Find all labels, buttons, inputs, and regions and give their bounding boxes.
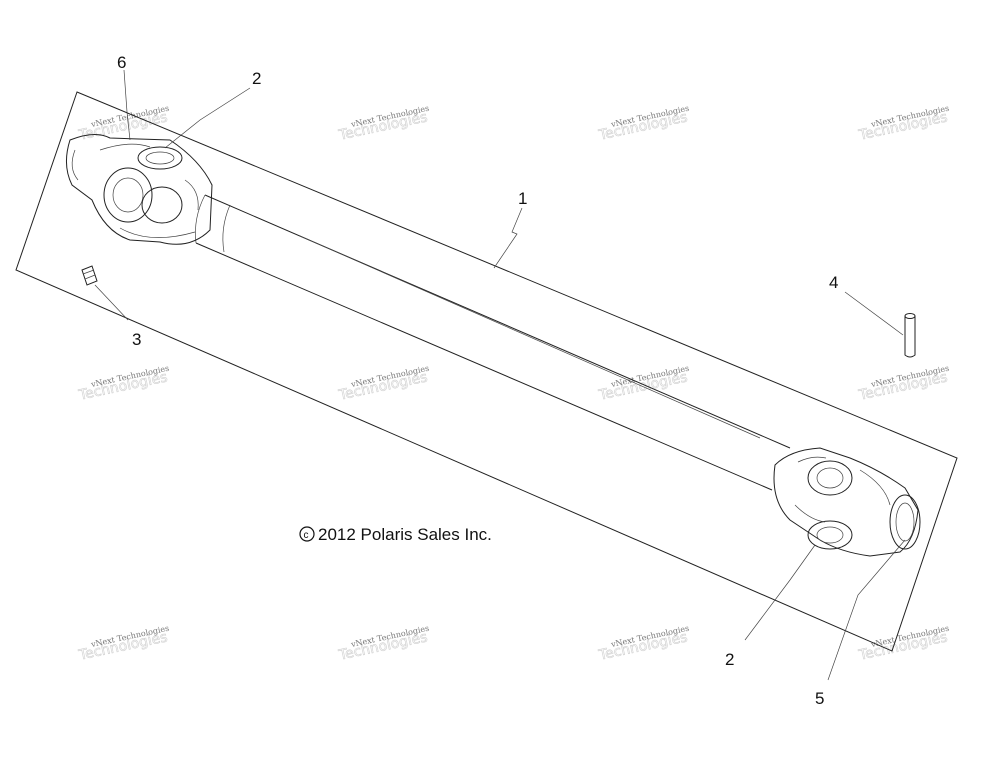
- callout-4: 4: [829, 273, 838, 292]
- grease-fitting: [81, 265, 98, 286]
- callout-2-bottom: 2: [725, 650, 734, 669]
- drive-shaft: [195, 194, 791, 491]
- callout-3: 3: [132, 330, 141, 349]
- left-u-joint: [66, 134, 213, 245]
- copyright-text: 2012 Polaris Sales Inc.: [318, 525, 492, 544]
- svg-text:c: c: [304, 530, 309, 541]
- callout-5: 5: [815, 689, 824, 708]
- roll-pin: [904, 313, 916, 358]
- callout-1: 1: [518, 189, 527, 208]
- parts-plate: [15, 91, 958, 652]
- callout-6: 6: [117, 53, 126, 72]
- right-u-joint: [773, 447, 921, 557]
- callout-2-top: 2: [252, 69, 261, 88]
- leader-lines: [94, 69, 906, 681]
- copyright-notice: c 2012 Polaris Sales Inc.: [299, 525, 492, 544]
- copyright-icon: [299, 526, 315, 542]
